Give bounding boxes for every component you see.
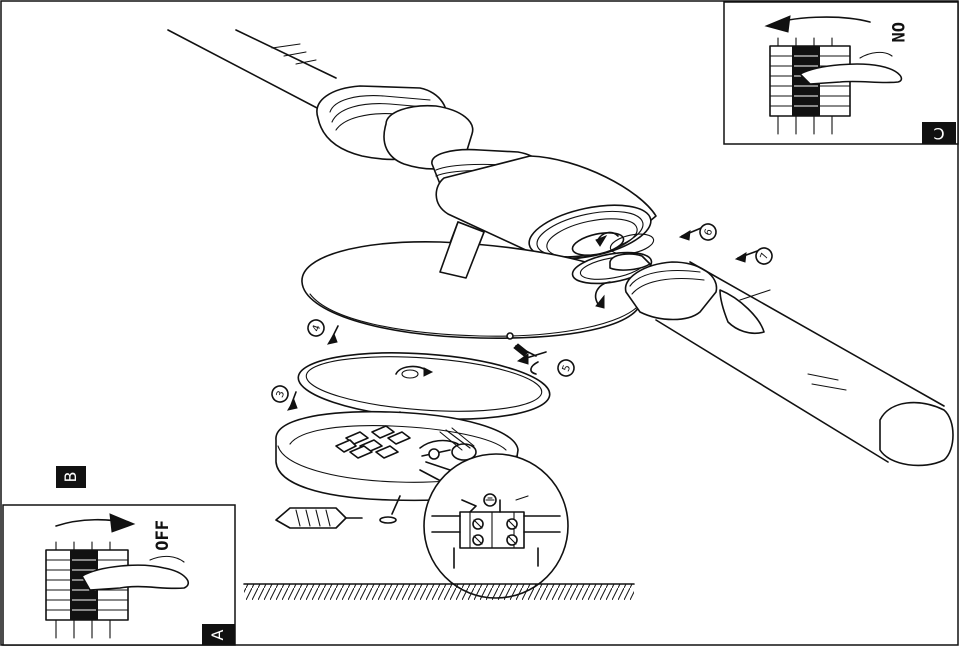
upper-tube [167, 29, 474, 170]
lower-tube [571, 251, 954, 467]
panel-c-label-box [922, 122, 956, 144]
panel-b-label: B [61, 472, 80, 483]
set-screw [506, 332, 539, 375]
step-5-number: 5 [561, 363, 574, 373]
panel-c: C ON [723, 1, 959, 145]
step-marker-5: 5 [557, 359, 575, 377]
step-marker-7: 7 [755, 247, 773, 265]
panel-a-switch-text: OFF [153, 520, 173, 551]
step-arrows [286, 225, 761, 411]
panel-b-label-box [56, 466, 86, 488]
middle-cylinder [431, 148, 657, 260]
ceiling-surface [243, 583, 635, 600]
step-3-number: 3 [275, 389, 288, 399]
wall-plug [275, 507, 397, 529]
panel-c-switch-text: ON [887, 22, 907, 42]
step-marker-3: 3 [271, 385, 289, 403]
panel-b: B [56, 466, 86, 488]
step-marker-4: 4 [307, 319, 325, 337]
gasket-plate [297, 352, 551, 433]
wiring-callout [419, 453, 569, 599]
panel-c-label: C [933, 124, 944, 143]
step-marker-6: 6 [699, 223, 717, 241]
step-4-number: 4 [311, 323, 324, 333]
panel-a-label-box [202, 624, 235, 645]
step-6-number: 6 [703, 227, 716, 237]
step-7-number: 7 [759, 251, 772, 261]
panel-a-label: A [208, 629, 227, 640]
panel-a: A OFF [2, 504, 236, 646]
